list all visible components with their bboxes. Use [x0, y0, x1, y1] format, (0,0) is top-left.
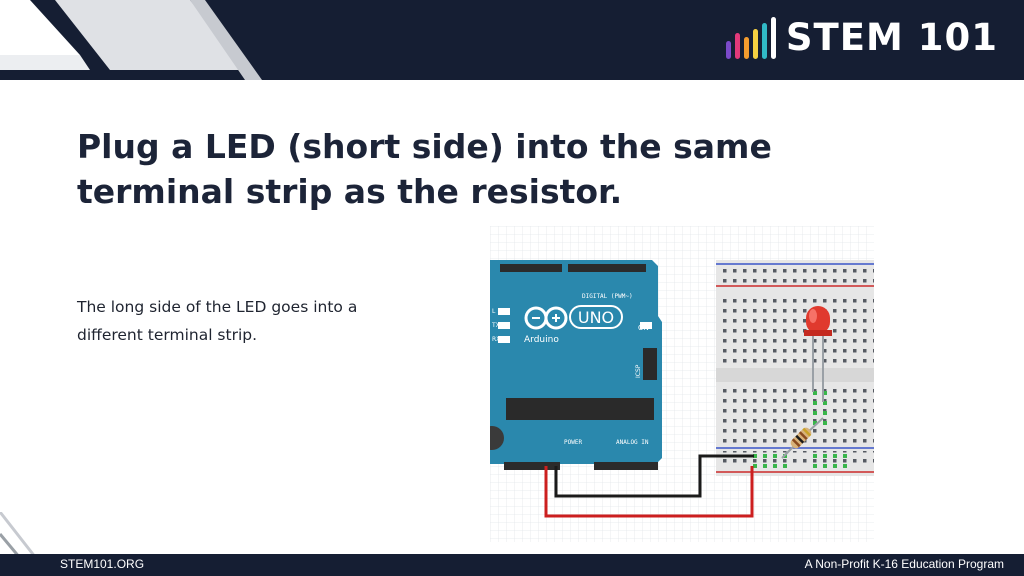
logo-bar [725, 40, 731, 59]
stem101-logo: STEM 101 [725, 16, 998, 59]
board-l-label: L [492, 308, 496, 315]
logo-bar [752, 28, 758, 59]
board-tx-label: TX [491, 322, 500, 329]
board-analog-label: ANALOG IN [616, 439, 649, 446]
logo-text: STEM 101 [785, 16, 998, 59]
footer-tagline: A Non-Profit K-16 Education Program [804, 557, 1004, 571]
arduino-board: UNO Arduino DIGITAL (PWM~) ON ICSP POWER… [490, 260, 662, 470]
resistor [781, 417, 824, 459]
board-rx-label: RX [492, 336, 500, 343]
logo-bar [761, 22, 767, 59]
footer-bar: STEM101.ORG A Non-Profit K-16 Education … [0, 554, 1024, 576]
slide-title: Plug a LED (short side) into the same te… [77, 127, 772, 211]
circuit-diagram: UNO Arduino DIGITAL (PWM~) ON ICSP POWER… [490, 226, 874, 542]
board-power-label: POWER [564, 439, 582, 446]
logo-bar [743, 36, 749, 59]
board-on-label: ON [638, 324, 649, 332]
logo-bar [734, 32, 740, 59]
footer-website: STEM101.ORG [60, 557, 145, 571]
led [804, 306, 832, 402]
gnd-wire [554, 454, 754, 498]
logo-bar [770, 16, 776, 59]
header-decoration [0, 0, 262, 80]
logo-bars-icon [725, 16, 776, 59]
power-wire [544, 466, 754, 518]
slide-body: The long side of the LED goes into a dif… [77, 298, 358, 344]
board-icsp-label: ICSP [635, 364, 642, 378]
board-digital-label: DIGITAL (PWM~) [582, 293, 633, 300]
board-brand-text: Arduino [524, 335, 559, 345]
board-logo-text: UNO [578, 308, 614, 327]
